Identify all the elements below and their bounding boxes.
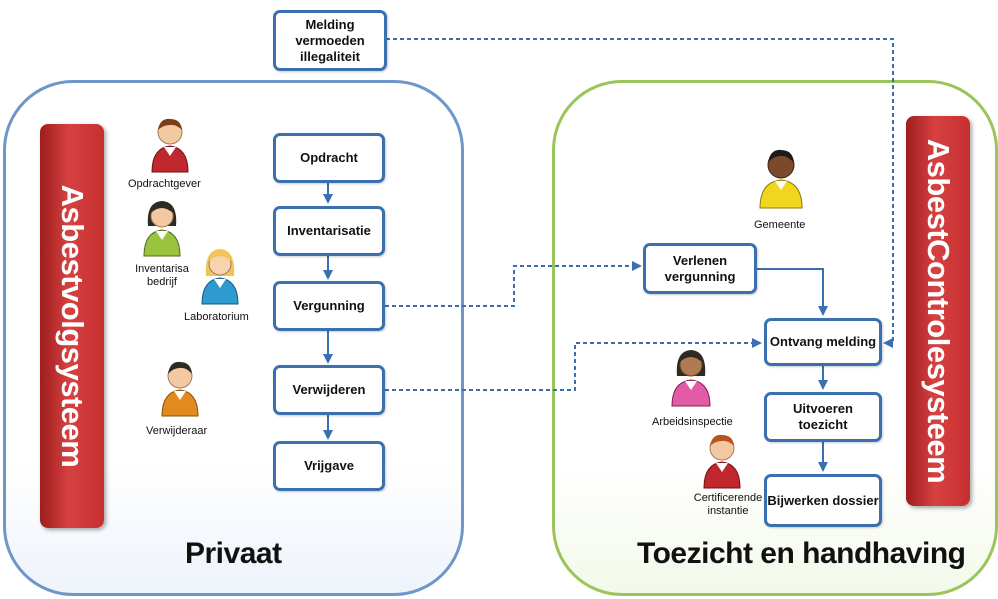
box-opdracht: Opdracht [273,133,385,183]
person-icon-gemeente [759,149,803,209]
arrow-verlenen-ontvang [757,268,828,316]
box-vergunning: Vergunning [273,281,385,331]
box-ontvang-melding: Ontvang melding [764,318,882,366]
label-inventarisatiebureau: Inventarisa bedrijf [135,263,189,288]
asbestvolgsysteem-bar: Asbestvolgsysteem [40,124,104,528]
person-icon-verwijderaar [161,361,199,417]
person-icon-inventarisatiebureau [143,201,181,257]
privaat-title: Privaat [185,537,282,570]
box-melding: Melding vermoeden illegaliteit [273,10,387,71]
person-icon-arbeidsinspectie [671,350,711,407]
label-gemeente: Gemeente [754,219,806,231]
label-certificerende: Certificerende instantie [693,492,763,517]
dashed-melding-ontvang [386,38,894,348]
toezicht-title: Toezicht en handhaving [637,537,966,570]
label-opdrachtgever: Opdrachtgever [128,178,201,190]
label-arbeidsinspectie: Arbeidsinspectie [652,416,733,428]
person-icon-opdrachtgever [151,118,189,173]
box-bijwerken-dossier: Bijwerken dossier [764,474,882,527]
dashed-vergunning-verlenen [385,261,642,307]
asbestcontrolesysteem-bar: AsbestControlesysteem [906,116,970,506]
box-verwijderen: Verwijderen [273,365,385,415]
box-vrijgave: Vrijgave [273,441,385,491]
dashed-verwijderen-ontvang [385,338,762,391]
person-icon-laboratorium [201,249,239,305]
asbestcontrolesysteem-label: AsbestControlesysteem [921,138,956,484]
label-laboratorium: Laboratorium [184,311,249,323]
box-verlenen-vergunning: Verlenen vergunning [643,243,757,294]
asbestvolgsysteem-label: Asbestvolgsysteem [55,184,90,468]
person-icon-certificerende [703,434,741,489]
label-verwijderaar: Verwijderaar [146,425,208,437]
box-inventarisatie: Inventarisatie [273,206,385,256]
box-uitvoeren-toezicht: Uitvoeren toezicht [764,392,882,442]
